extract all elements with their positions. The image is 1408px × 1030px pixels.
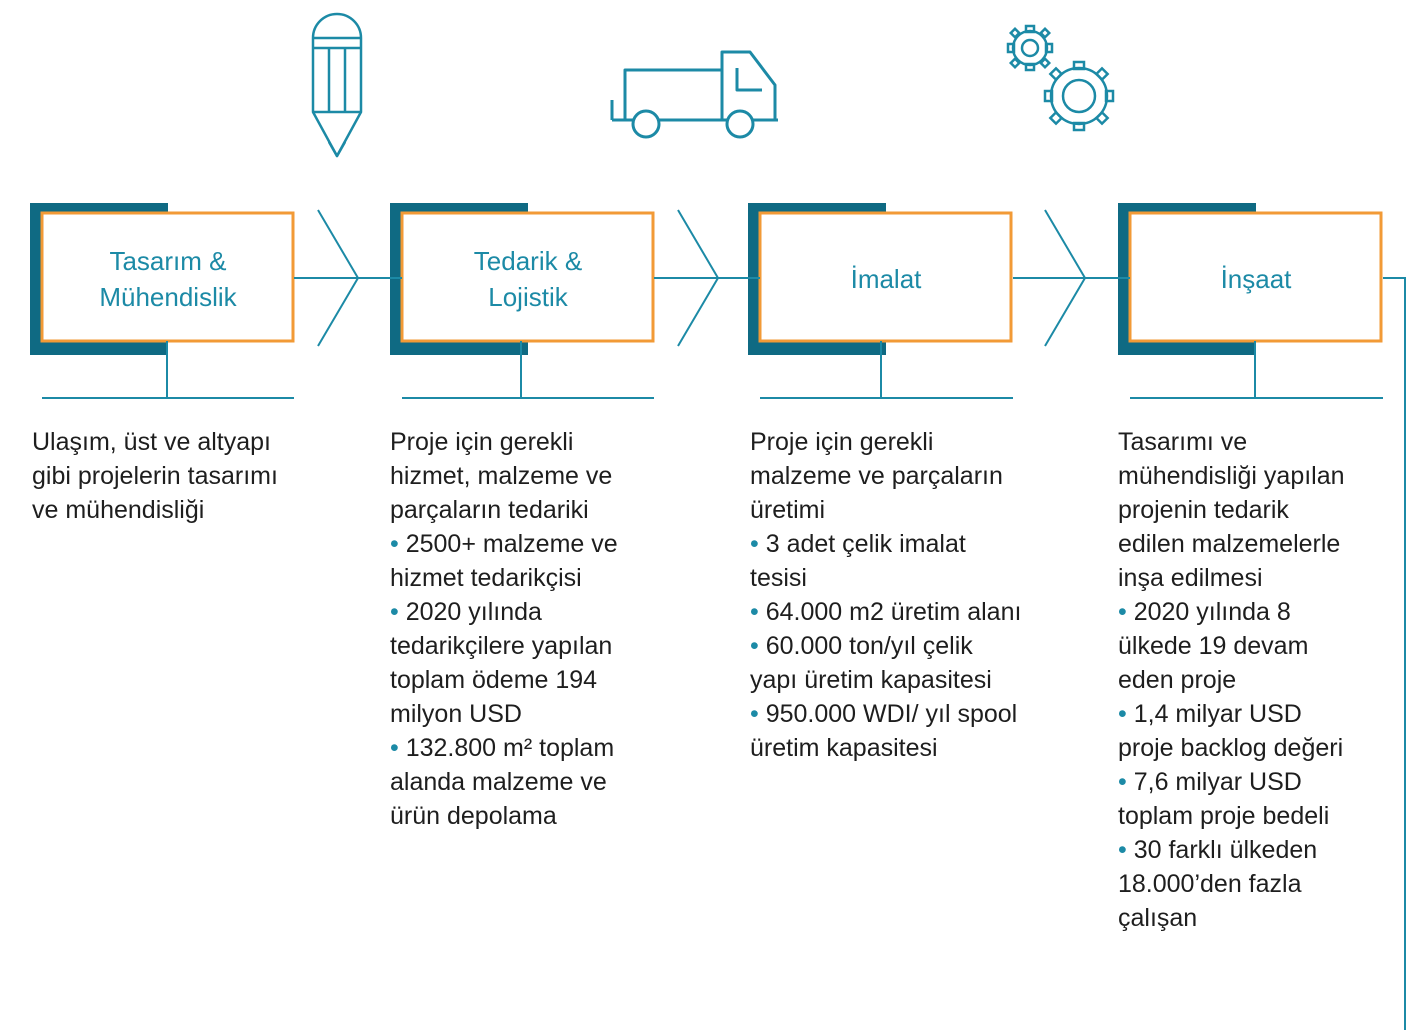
stage-4-bullet-3-text: 7,6 milyar USD toplam proje bedeli	[1118, 768, 1330, 830]
stage-2-title: Tedarik & Lojistik	[401, 214, 655, 344]
stage-4-bullet-1: • 2020 yılında 8 ülkede 19 devam eden pr…	[1118, 595, 1358, 697]
stage-1-intro: Ulaşım, üst ve altyapı gibi projelerin t…	[32, 428, 278, 524]
truck-icon	[610, 50, 778, 139]
bullet-dot: •	[750, 700, 759, 728]
gears-icon	[1006, 24, 1115, 132]
bullet-dot: •	[390, 530, 399, 558]
bullet-dot: •	[750, 632, 759, 660]
bullet-dot: •	[1118, 598, 1127, 626]
stage-4-bullet-2: • 1,4 milyar USD proje backlog değeri	[1118, 697, 1358, 765]
stage-4-bullet-2-text: 1,4 milyar USD proje backlog değeri	[1118, 700, 1344, 762]
bullet-dot: •	[1118, 768, 1127, 796]
stage-2-bullet-3: • 132.800 m² toplam alanda malzeme ve ür…	[390, 731, 655, 833]
bullet-dot: •	[390, 598, 399, 626]
stage-3-bullet-3: • 60.000 ton/yıl çelik yapı üretim kapas…	[750, 629, 1025, 697]
stage-3-title-line-1: İmalat	[850, 264, 922, 294]
stage-2-bullets: • 2500+ malzeme ve hizmet tedarikçisi • …	[390, 527, 655, 833]
bullet-dot: •	[1118, 836, 1127, 864]
stage-4-description: Tasarımı ve mühendisliği yapılan projeni…	[1118, 425, 1358, 935]
pencil-icon	[311, 12, 363, 158]
stage-3-bullets: • 3 adet çelik imalat tesisi • 64.000 m2…	[750, 527, 1025, 765]
stage-4-title: İnşaat	[1129, 214, 1383, 344]
stage-3-description: Proje için gerekli malzeme ve parçaların…	[750, 425, 1025, 765]
stage-3-bullet-2-text: 64.000 m2 üretim alanı	[765, 598, 1022, 626]
stage-2-title-line-2: Lojistik	[488, 282, 568, 312]
stage-3-intro: Proje için gerekli malzeme ve parçaların…	[750, 428, 1003, 524]
stage-4-bullets: • 2020 yılında 8 ülkede 19 devam eden pr…	[1118, 595, 1358, 935]
stage-4-title-line-1: İnşaat	[1220, 264, 1292, 294]
stage-1-title-line-1: Tasarım &	[109, 246, 227, 276]
bullet-dot: •	[390, 734, 399, 762]
stage-3-bullet-2: • 64.000 m2 üretim alanı	[750, 595, 1025, 629]
stage-4-bullet-4: • 30 farklı ülkeden 18.000’den fazla çal…	[1118, 833, 1358, 935]
connector-2	[654, 209, 760, 347]
stage-1-box-border	[40, 211, 295, 343]
stage-2-bullet-2-text: 2020 yılında tedarikçilere yapılan topla…	[390, 598, 613, 728]
stage-4-bullet-3: • 7,6 milyar USD toplam proje bedeli	[1118, 765, 1358, 833]
stage-1-description: Ulaşım, üst ve altyapı gibi projelerin t…	[32, 425, 297, 527]
stage-4-box-border	[1128, 211, 1383, 343]
stage-4-bullet-1-text: 2020 yılında 8 ülkede 19 devam eden proj…	[1118, 598, 1309, 694]
stage-2-bullet-1: • 2500+ malzeme ve hizmet tedarikçisi	[390, 527, 655, 595]
stage-2-bullet-1-text: 2500+ malzeme ve hizmet tedarikçisi	[390, 530, 618, 592]
connector-1	[294, 209, 402, 347]
stage-4-bullet-4-text: 30 farklı ülkeden 18.000’den fazla çalış…	[1118, 836, 1318, 932]
stage-4-intro: Tasarımı ve mühendisliği yapılan projeni…	[1118, 428, 1345, 592]
stage-3-bullet-1: • 3 adet çelik imalat tesisi	[750, 527, 1025, 595]
stage-3-bullet-4-text: 950.000 WDI/ yıl spool üretim kapasitesi	[750, 700, 1018, 762]
stage-2-title-line-1: Tedarik &	[473, 246, 583, 276]
connector-end	[1383, 277, 1406, 1030]
stage-2-bullet-3-text: 132.800 m² toplam alanda malzeme ve ürün…	[390, 734, 615, 830]
stage-3-bullet-1-text: 3 adet çelik imalat tesisi	[750, 530, 966, 592]
bullet-dot: •	[750, 598, 759, 626]
stage-2-bullet-2: • 2020 yılında tedarikçilere yapılan top…	[390, 595, 655, 731]
stage-1-title-line-2: Mühendislik	[99, 282, 237, 312]
stage-2-description: Proje için gerekli hizmet, malzeme ve pa…	[390, 425, 655, 833]
stage-2-intro: Proje için gerekli hizmet, malzeme ve pa…	[390, 428, 613, 524]
bullet-dot: •	[1118, 700, 1127, 728]
connector-3	[1013, 209, 1130, 347]
stage-3-title: İmalat	[759, 214, 1013, 344]
stage-3-bullet-3-text: 60.000 ton/yıl çelik yapı üretim kapasit…	[750, 632, 992, 694]
stage-3-bullet-4: • 950.000 WDI/ yıl spool üretim kapasite…	[750, 697, 1025, 765]
stage-2-box-border	[400, 211, 655, 343]
stage-1-title: Tasarım & Mühendislik	[41, 214, 295, 344]
bullet-dot: •	[750, 530, 759, 558]
